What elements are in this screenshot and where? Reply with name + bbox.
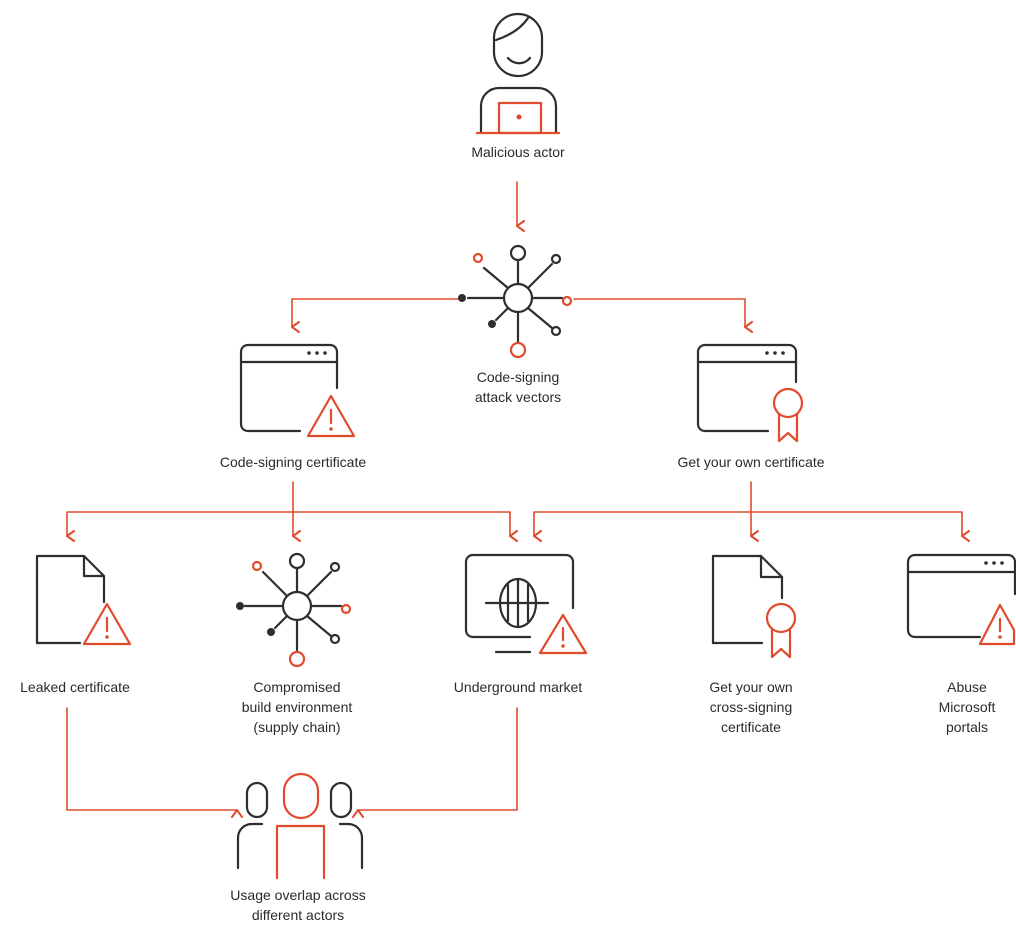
network-hub-icon: [236, 552, 352, 668]
arrow-vectors-to-own-cert: [573, 298, 753, 333]
connectors: [66, 181, 970, 818]
cross-signing-label: Get your own cross-signing certificate: [709, 679, 793, 735]
underground-market-label: Underground market: [453, 679, 583, 695]
browser-warning-icon: [239, 343, 356, 438]
malicious-actor-label: Malicious actor: [471, 144, 565, 160]
arrow-own-cert-to-underground: [533, 511, 752, 542]
arrow-own-cert-to-abuse: [750, 511, 970, 542]
arrow-cs-cert-to-underground: [292, 511, 518, 542]
person-laptop-icon: [475, 12, 561, 135]
attack-vectors-label: Code-signing attack vectors: [474, 369, 562, 405]
browser-warning-icon: [906, 553, 1016, 646]
browser-certificate-icon: [696, 343, 804, 443]
group-people-icon: [236, 772, 364, 880]
arrow-vectors-to-cs-cert: [291, 298, 461, 333]
document-certificate-icon: [711, 554, 797, 659]
document-warning-icon: [35, 554, 132, 646]
leaked-certificate-label: Leaked certificate: [20, 679, 130, 695]
arrow-overlap-to-underground: [352, 707, 518, 818]
arrow-overlap-to-leaked: [66, 707, 243, 818]
own-certificate-label: Get your own certificate: [677, 454, 825, 470]
network-hub-icon: [458, 244, 573, 359]
arrow-cs-cert-to-leaked: [66, 511, 294, 542]
cs-certificate-label: Code-signing certificate: [219, 454, 367, 470]
monitor-bug-warning-icon: [464, 553, 588, 655]
usage-overlap-label: Usage overlap across different actors: [230, 887, 366, 923]
abuse-portals-label: Abuse Microsoft portals: [938, 679, 996, 735]
compromised-label: Compromised build environment (supply ch…: [241, 679, 353, 735]
